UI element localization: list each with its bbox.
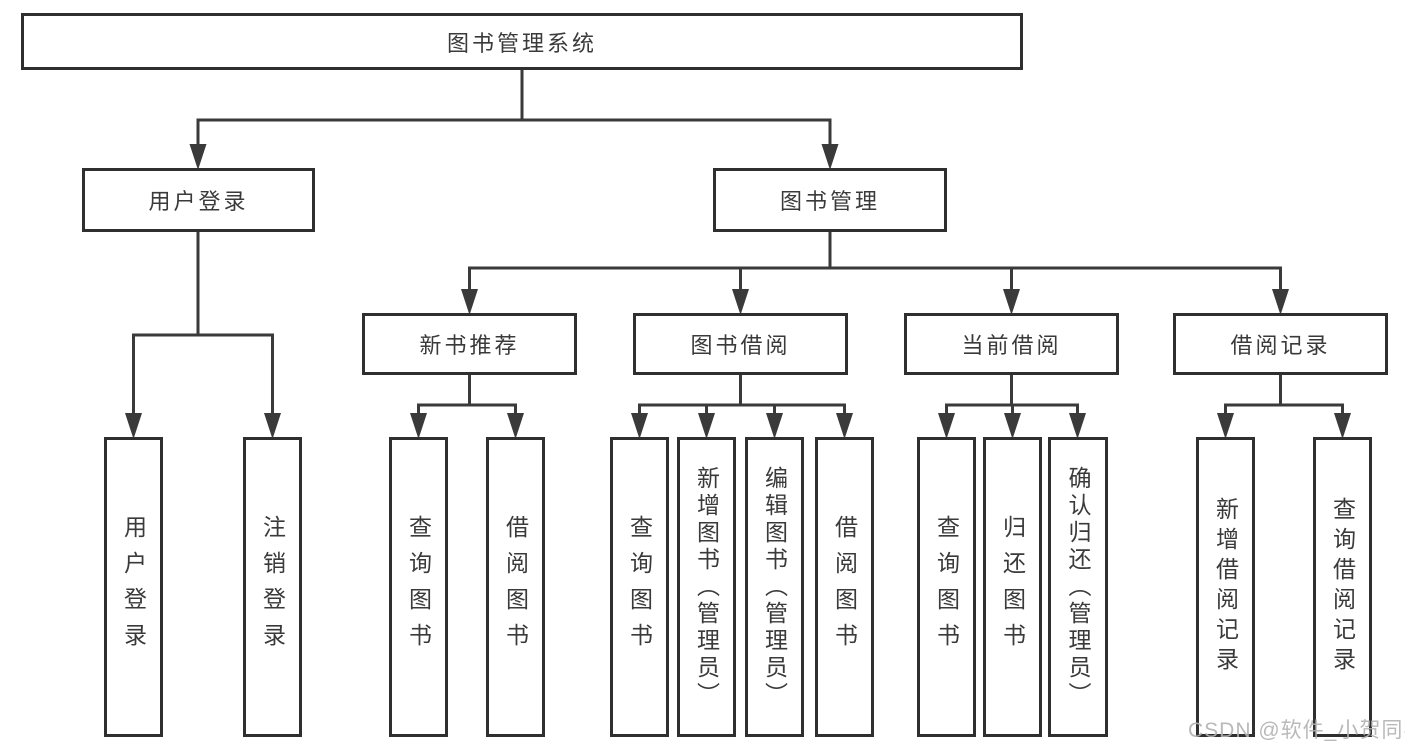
node-library-system: 图书管理系统	[21, 13, 1023, 70]
leaf-return-books: 归还图书	[983, 437, 1042, 737]
leaf-query-books-borrowing: 查询图书	[610, 437, 669, 737]
node-borrowing-records: 借阅记录	[1173, 313, 1388, 375]
leaf-borrow-books-recommend: 借阅图书	[486, 437, 545, 737]
leaf-logout-login: 注销登录	[243, 437, 302, 737]
leaf-user-login: 用户登录	[104, 437, 163, 737]
node-current-borrowing: 当前借阅	[904, 313, 1119, 375]
leaf-borrow-books-borrowing: 借阅图书	[815, 437, 874, 737]
leaf-query-borrow-record: 查询借阅记录	[1313, 437, 1372, 737]
leaf-query-books-recommend: 查询图书	[389, 437, 448, 737]
leaf-edit-books-admin: 编辑图书（管理员）	[745, 437, 804, 737]
node-book-borrowing: 图书借阅	[633, 313, 848, 375]
watermark-text: CSDN @软件_小贺同学	[1188, 719, 1405, 742]
node-book-management: 图书管理	[713, 168, 947, 232]
leaf-confirm-return-admin: 确认归还（管理员）	[1048, 437, 1108, 737]
leaf-query-books-current: 查询图书	[917, 437, 976, 737]
node-new-book-recommend: 新书推荐	[362, 313, 577, 375]
node-user-login: 用户登录	[82, 168, 315, 232]
leaf-add-books-admin: 新增图书（管理员）	[677, 437, 736, 737]
leaf-add-borrow-record: 新增借阅记录	[1196, 437, 1255, 737]
